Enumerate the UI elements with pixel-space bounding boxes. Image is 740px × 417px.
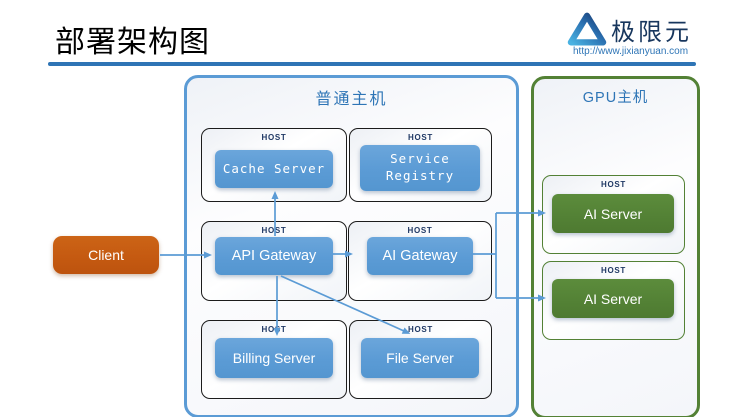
host-box-api-gateway: HOST API Gateway xyxy=(201,221,347,301)
host-tag: HOST xyxy=(600,180,627,189)
host-box-ai-server-2: HOST AI Server xyxy=(542,261,685,340)
gpu-host-group: GPU主机 HOST AI Server HOST AI Server xyxy=(531,76,700,417)
page-title: 部署架构图 xyxy=(55,26,210,59)
host-tag: HOST xyxy=(407,133,434,142)
host-box-cache-server: HOST Cache Server xyxy=(201,128,347,202)
server-node-ai-server-1: AI Server xyxy=(552,194,674,233)
host-tag: HOST xyxy=(261,325,287,334)
host-tag: HOST xyxy=(600,266,627,275)
server-node-file-server: File Server xyxy=(361,338,479,378)
normal-host-group-label: 普通主机 xyxy=(315,91,388,108)
brand-url: http://www.jixianyuan.com xyxy=(573,46,689,57)
host-box-billing-server: HOST Billing Server xyxy=(201,320,347,399)
brand-logo: 极限元 http://www.jixianyuan.com xyxy=(564,8,704,60)
host-tag: HOST xyxy=(407,325,434,334)
host-tag: HOST xyxy=(407,226,433,235)
host-box-service-registry: HOST Service Registry xyxy=(349,128,492,202)
server-node-service-registry: Service Registry xyxy=(360,145,480,191)
host-box-file-server: HOST File Server xyxy=(349,320,492,399)
client-label: Client xyxy=(88,247,124,263)
host-tag: HOST xyxy=(261,133,287,142)
title-underline xyxy=(48,62,696,66)
brand-name: 极限元 xyxy=(611,19,692,46)
server-node-ai-server-2: AI Server xyxy=(552,279,674,318)
triangle-logo-icon xyxy=(567,12,607,46)
host-box-ai-server-1: HOST AI Server xyxy=(542,175,685,254)
client-node: Client xyxy=(53,236,159,274)
server-node-cache-server: Cache Server xyxy=(215,150,333,188)
server-node-api-gateway: API Gateway xyxy=(215,237,333,275)
server-node-billing-server: Billing Server xyxy=(215,338,333,378)
host-box-ai-gateway: HOST AI Gateway xyxy=(348,221,492,301)
host-tag: HOST xyxy=(261,226,287,235)
server-node-ai-gateway: AI Gateway xyxy=(367,237,473,275)
normal-host-group: 普通主机 HOST Cache Server HOST Service Regi… xyxy=(184,75,519,417)
gpu-host-group-label: GPU主机 xyxy=(582,90,649,106)
